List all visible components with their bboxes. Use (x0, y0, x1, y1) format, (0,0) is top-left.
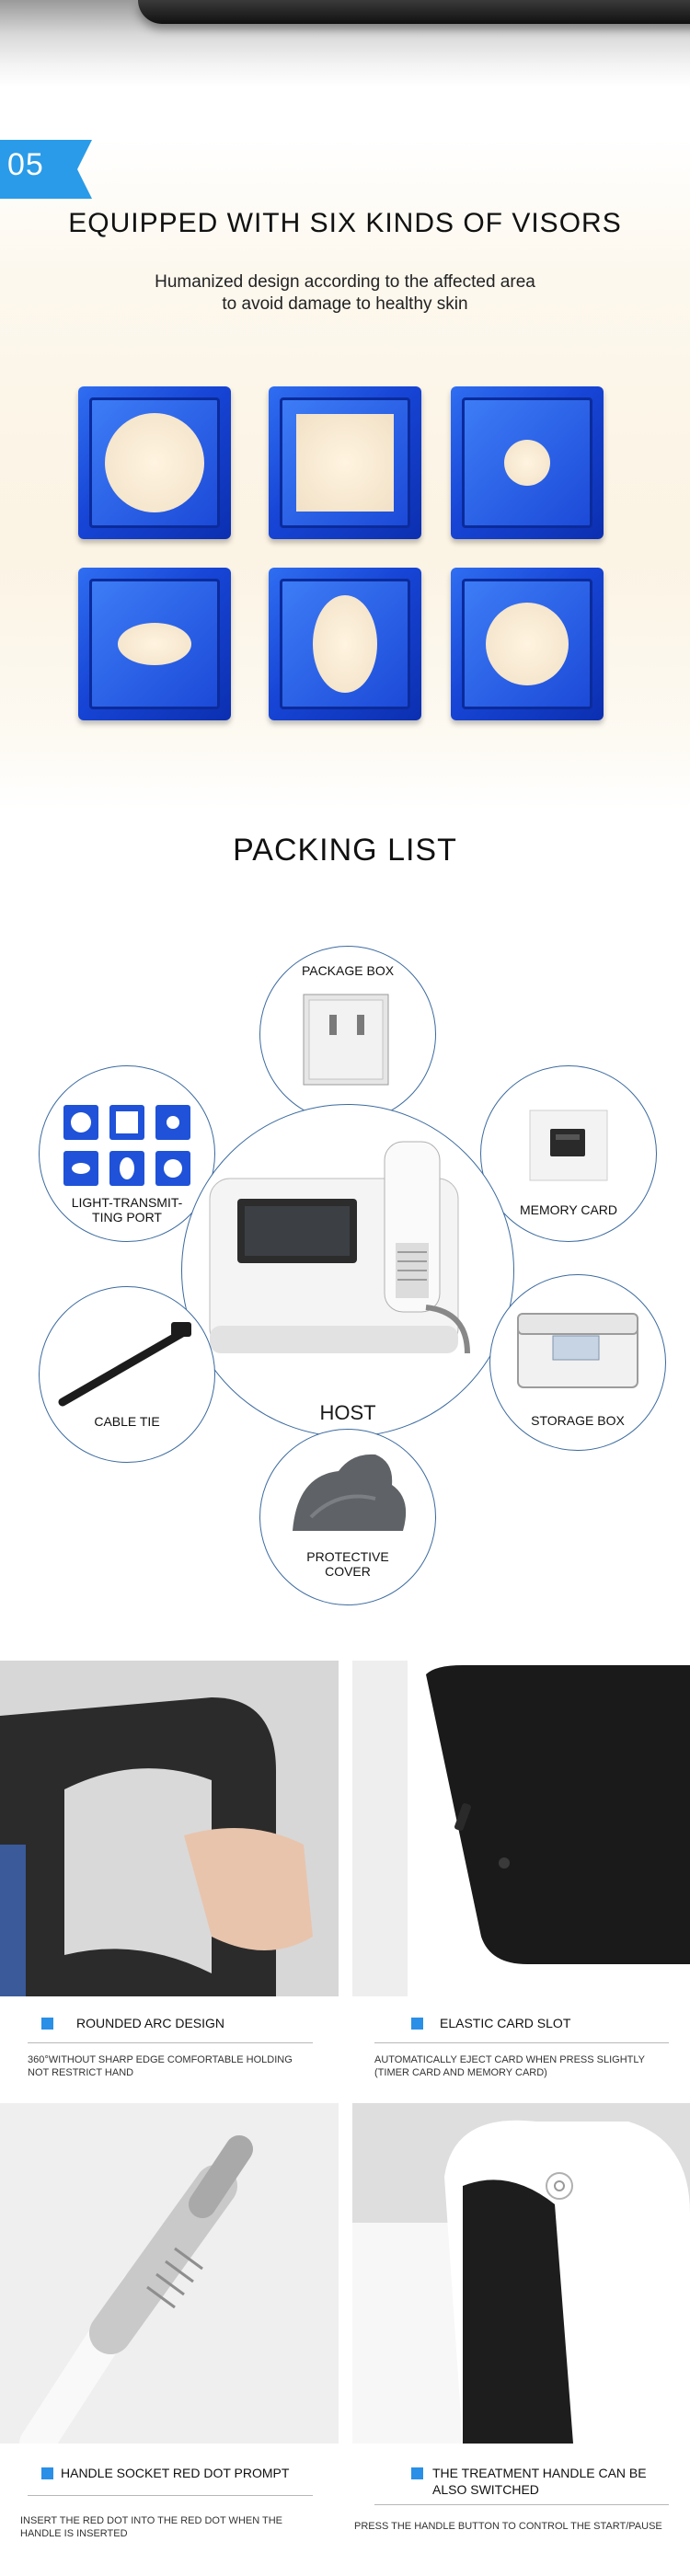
section-title: EQUIPPED WITH SIX KINDS OF VISORS (68, 208, 622, 238)
section-number: 05 (7, 147, 44, 182)
memory-card-image (529, 1110, 608, 1181)
feature-bullet (411, 2018, 423, 2030)
section-number-badge (0, 140, 92, 199)
package-box-circle: PACKAGE BOX (259, 946, 436, 1122)
visor-small-circle (451, 386, 604, 539)
feature-desc-treatment-handle: PRESS THE HANDLE BUTTON TO CONTROL THE S… (354, 2521, 662, 2532)
feature-desc-elastic-card-slot-2: (TIMER CARD AND MEMORY CARD) (374, 2067, 547, 2078)
visor-vertical-oval (269, 568, 421, 720)
feature-title-rounded-arc: ROUNDED ARC DESIGN (76, 2016, 225, 2030)
cable-tie-image (58, 1322, 191, 1407)
visor-square (269, 386, 421, 539)
visor-large-circle (78, 386, 231, 539)
host-device-image (209, 1141, 470, 1354)
feature-bullet (41, 2467, 53, 2479)
protective-cover-label-2: COVER (325, 1564, 371, 1579)
visor-horizontal-oval (78, 568, 231, 720)
memory-card-label: MEMORY CARD (519, 1202, 618, 1217)
section-subtitle-line2: to avoid damage to healthy skin (222, 294, 468, 314)
light-port-circle: LIGHT-TRANSMIT- TING PORT (39, 1065, 215, 1242)
protective-cover-label-1: PROTECTIVE (306, 1549, 389, 1564)
cable-tie-circle: CABLE TIE (39, 1286, 215, 1463)
feature-desc-elastic-card-slot-1: AUTOMATICALLY EJECT CARD WHEN PRESS SLIG… (374, 2054, 646, 2065)
divider (28, 2495, 313, 2496)
feature-title-handle-socket: HANDLE SOCKET RED DOT PROMPT (61, 2466, 290, 2480)
protective-cover-circle: PROTECTIVE COVER (259, 1429, 436, 1605)
light-port-label-2: TING PORT (92, 1210, 162, 1225)
feature-desc-handle-socket-2: HANDLE IS INSERTED (20, 2528, 128, 2539)
memory-card-circle: MEMORY CARD (480, 1065, 657, 1242)
card-slot-photo (352, 1661, 690, 1996)
packing-list-title: PACKING LIST (233, 833, 457, 868)
feature-bullet (41, 2018, 53, 2030)
feature-desc-handle-socket-1: INSERT THE RED DOT INTO THE RED DOT WHEN… (20, 2515, 283, 2526)
package-box-image (303, 994, 389, 1086)
feature-bullet (411, 2467, 423, 2479)
handle-socket-photo (0, 2103, 339, 2444)
storage-box-circle: STORAGE BOX (489, 1274, 666, 1451)
feature-title-elastic-card-slot: ELASTIC CARD SLOT (440, 2016, 571, 2030)
storage-box-label: STORAGE BOX (531, 1413, 625, 1428)
host-circle: HOST (181, 1104, 514, 1437)
treatment-handle-photo (352, 2103, 690, 2444)
visors-thumbnail (63, 1105, 190, 1186)
light-port-label-1: LIGHT-TRANSMIT- (71, 1195, 183, 1210)
protective-cover-image (293, 1454, 407, 1531)
device-edge (138, 0, 690, 24)
feature-title-treatment-handle-2: ALSO SWITCHED (432, 2482, 539, 2497)
feature-desc-rounded-arc-1: 360°WITHOUT SHARP EDGE COMFORTABLE HOLDI… (28, 2054, 293, 2065)
feature-desc-rounded-arc-2: NOT RESTRICT HAND (28, 2067, 134, 2078)
section-subtitle-line1: Humanized design according to the affect… (155, 272, 535, 292)
feature-title-treatment-handle-1: THE TREATMENT HANDLE CAN BE (432, 2466, 647, 2480)
package-box-label: PACKAGE BOX (301, 963, 395, 978)
storage-box-image (517, 1313, 638, 1388)
divider (28, 2042, 313, 2043)
cable-tie-label: CABLE TIE (94, 1414, 160, 1429)
visor-medium-circle (451, 568, 604, 720)
handle-grip-photo (0, 1661, 339, 1996)
divider (374, 2042, 669, 2043)
divider (374, 2504, 669, 2505)
host-label: HOST (319, 1401, 376, 1424)
